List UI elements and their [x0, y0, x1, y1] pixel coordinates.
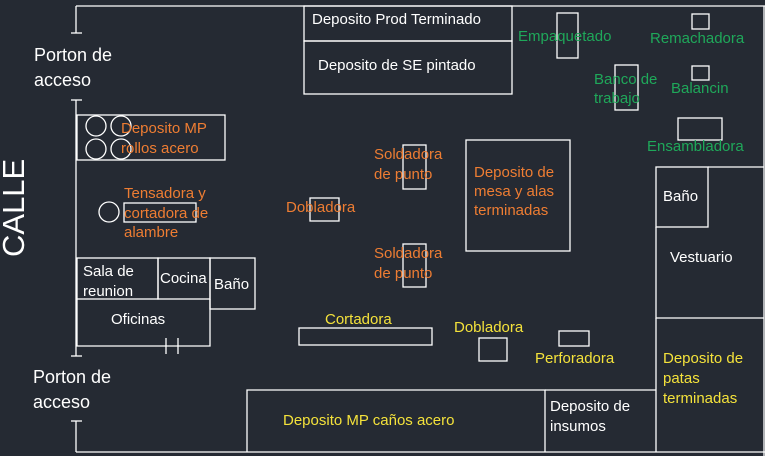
label-bano-right: Baño: [663, 188, 699, 205]
coil-4: [110, 138, 132, 160]
tensadora-machine: [123, 202, 197, 223]
dobladora-machine: [309, 197, 340, 222]
room-deposito-se-pintado: [303, 40, 513, 95]
label-deposito-insumos-line1: Deposito de: [550, 398, 631, 415]
label-deposito-patas-line2: patas: [663, 370, 700, 387]
label-deposito-insumos-line2: insumos: [550, 418, 606, 435]
label-deposito-rollos-line1: Deposito MP: [121, 120, 207, 137]
label-dobladora-2: Dobladora: [454, 319, 524, 336]
label-deposito-mesa-line2: mesa y alas: [474, 183, 555, 200]
empaquetado-machine: [556, 12, 579, 59]
balancin-machine: [691, 65, 710, 81]
label-soldadora-1-line2: de punto: [374, 166, 433, 183]
label-sala-reunion-line2: reunion: [83, 283, 134, 300]
label-deposito-patas-line3: terminadas: [663, 390, 738, 407]
label-balancin: Balancin: [671, 80, 729, 97]
room-deposito-caños: [246, 389, 546, 452]
label-deposito-mesa-line1: Deposito de: [474, 164, 555, 181]
cortadora-machine: [298, 327, 433, 346]
label-dobladora: Dobladora: [286, 199, 356, 216]
gate-top-label-line1: Porton de: [34, 45, 113, 65]
label-tensadora-line2: cortadora de: [124, 205, 209, 222]
soldadora-1-machine: [402, 144, 427, 190]
coil-3: [85, 138, 107, 160]
gate-bottom-label-line2: acceso: [33, 392, 91, 412]
label-tensadora-line3: alambre: [124, 224, 179, 241]
ensambladora-machine: [677, 117, 723, 141]
label-deposito-mesa-line3: terminadas: [474, 202, 549, 219]
label-deposito-patas-line1: Deposito de: [663, 350, 744, 367]
room-oficinas: [76, 299, 211, 347]
label-cortadora: Cortadora: [325, 311, 392, 328]
dobladora-2-machine: [478, 337, 508, 362]
label-ensambladora: Ensambladora: [647, 138, 744, 155]
tensadora-coil: [98, 201, 120, 223]
gate-top-label-line2: acceso: [34, 70, 92, 90]
label-perforadora: Perforadora: [535, 350, 615, 367]
label-banco-line1: Banco de: [594, 71, 658, 88]
label-vestuario: Vestuario: [670, 249, 733, 266]
gate-bottom-label-line1: Porton de: [33, 367, 112, 387]
banco-machine: [614, 64, 639, 111]
label-bano-left: Baño: [214, 276, 250, 293]
room-bano-left: [209, 257, 256, 310]
label-remachadora: Remachadora: [650, 30, 745, 47]
coil-1: [85, 115, 107, 137]
label-deposito-se-pintado: Deposito de SE pintado: [318, 57, 476, 74]
label-empaquetado: Empaquetado: [518, 28, 612, 45]
label-cocina: Cocina: [160, 270, 207, 287]
label-deposito-caños: Deposito MP caños acero: [283, 412, 455, 429]
label-soldadora-2-line1: Soldadora: [374, 245, 443, 262]
label-soldadora-1-line1: Soldadora: [374, 146, 443, 163]
room-deposito-mesa: [465, 139, 571, 252]
coil-2: [110, 115, 132, 137]
label-soldadora-2-line2: de punto: [374, 265, 433, 282]
label-deposito-prod-terminado: Deposito Prod Terminado: [312, 11, 481, 28]
label-banco-line2: trabajo: [594, 90, 640, 107]
remachadora-machine: [691, 13, 710, 30]
street-label: CALLE: [0, 158, 31, 257]
office-door-mark: [165, 338, 179, 354]
label-tensadora-line1: Tensadora y: [124, 185, 206, 202]
label-oficinas: Oficinas: [111, 311, 166, 328]
rollos-area: [76, 114, 226, 161]
soldadora-2-machine: [402, 243, 427, 288]
room-bano-right: [655, 166, 709, 228]
label-sala-reunion-line1: Sala de: [83, 263, 134, 280]
perforadora-machine: [558, 330, 590, 347]
label-deposito-rollos-line2: rollos acero: [121, 140, 199, 157]
